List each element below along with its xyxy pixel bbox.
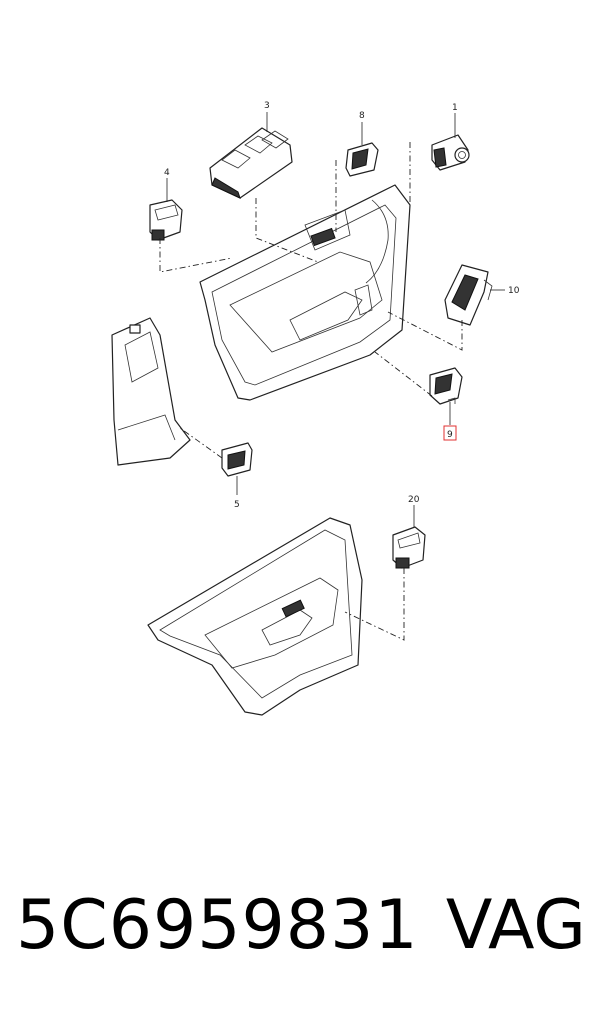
brand-label: VAG [445, 886, 586, 965]
parts-exploded-diagram: 1 3 4 5 8 9 10 20 [111, 101, 520, 716]
switch-bezel-10 [444, 264, 493, 326]
rear-door-panel [147, 517, 363, 716]
kick-panel [111, 317, 191, 466]
window-switch-20 [392, 526, 426, 569]
callout-9-highlight-box [443, 425, 457, 441]
window-switch-5 [221, 442, 253, 477]
callout-8: 8 [359, 111, 365, 121]
window-switch-9 [429, 367, 463, 405]
leader-lines [166, 112, 505, 527]
assembly-lines [159, 142, 463, 641]
part-number: 5C6959831 [16, 886, 419, 965]
callout-20: 20 [408, 495, 420, 505]
callout-1: 1 [452, 103, 458, 113]
mirror-adjust-switch [431, 134, 470, 171]
callout-3: 3 [264, 101, 270, 111]
callout-9: 9 [447, 430, 453, 440]
master-window-switch [209, 127, 293, 199]
callout-10: 10 [508, 286, 520, 296]
front-door-panel [199, 184, 411, 401]
window-switch-4 [149, 199, 183, 241]
callout-5: 5 [234, 500, 240, 510]
window-switch-8 [345, 142, 379, 177]
callout-4: 4 [164, 168, 170, 178]
callout-labels: 1 3 4 5 8 9 10 20 [164, 101, 520, 510]
